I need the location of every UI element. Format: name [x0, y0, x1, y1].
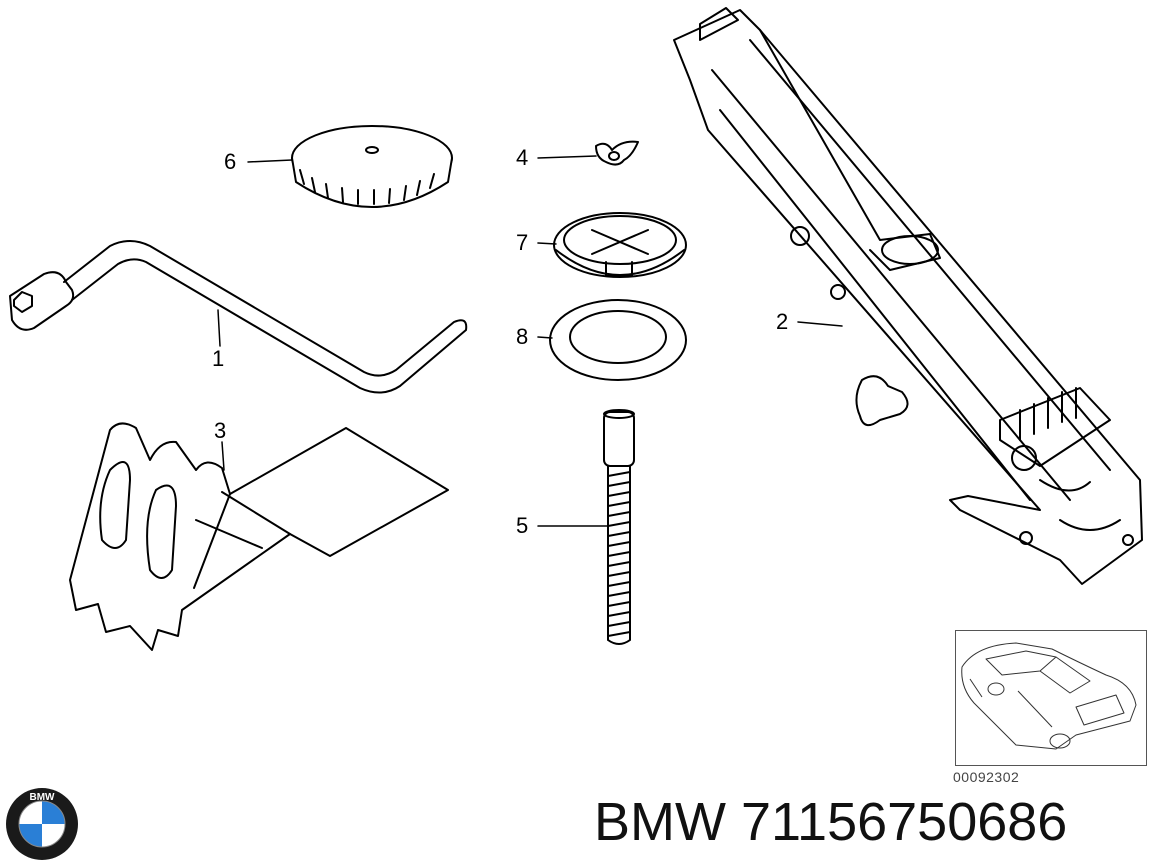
callout-4: 4 [516, 145, 529, 170]
callout-2: 2 [776, 309, 789, 334]
bmw-logo-icon: BMW [6, 788, 78, 860]
callout-8: 8 [516, 324, 529, 349]
callout-7: 7 [516, 230, 529, 255]
bmw-logo-lettering: BMW [30, 792, 56, 803]
part-2-scissor-jack [673, 7, 1143, 585]
callout-1: 1 [212, 346, 225, 371]
part-7-grommet [553, 212, 687, 278]
part-4-wing-nut [595, 140, 639, 166]
part-1-wheel-wrench [9, 240, 468, 394]
callout-5: 5 [516, 513, 529, 538]
car-outline-icon [961, 642, 1137, 750]
part-number: 71156750686 [740, 792, 1068, 852]
part-caption: BMW 71156750686 [594, 790, 1067, 854]
vehicle-thumbnail [955, 630, 1147, 766]
brand-name: BMW [594, 792, 726, 852]
callout-3: 3 [214, 418, 227, 443]
leader-lines [217, 155, 843, 527]
part-5-bolt [603, 409, 635, 645]
callout-6: 6 [224, 149, 237, 174]
part-8-washer [549, 299, 687, 381]
part-6-knurled-cap [291, 125, 453, 208]
part-3-wheel-chock [69, 422, 449, 651]
image-reference-id: 00092302 [953, 769, 1020, 785]
